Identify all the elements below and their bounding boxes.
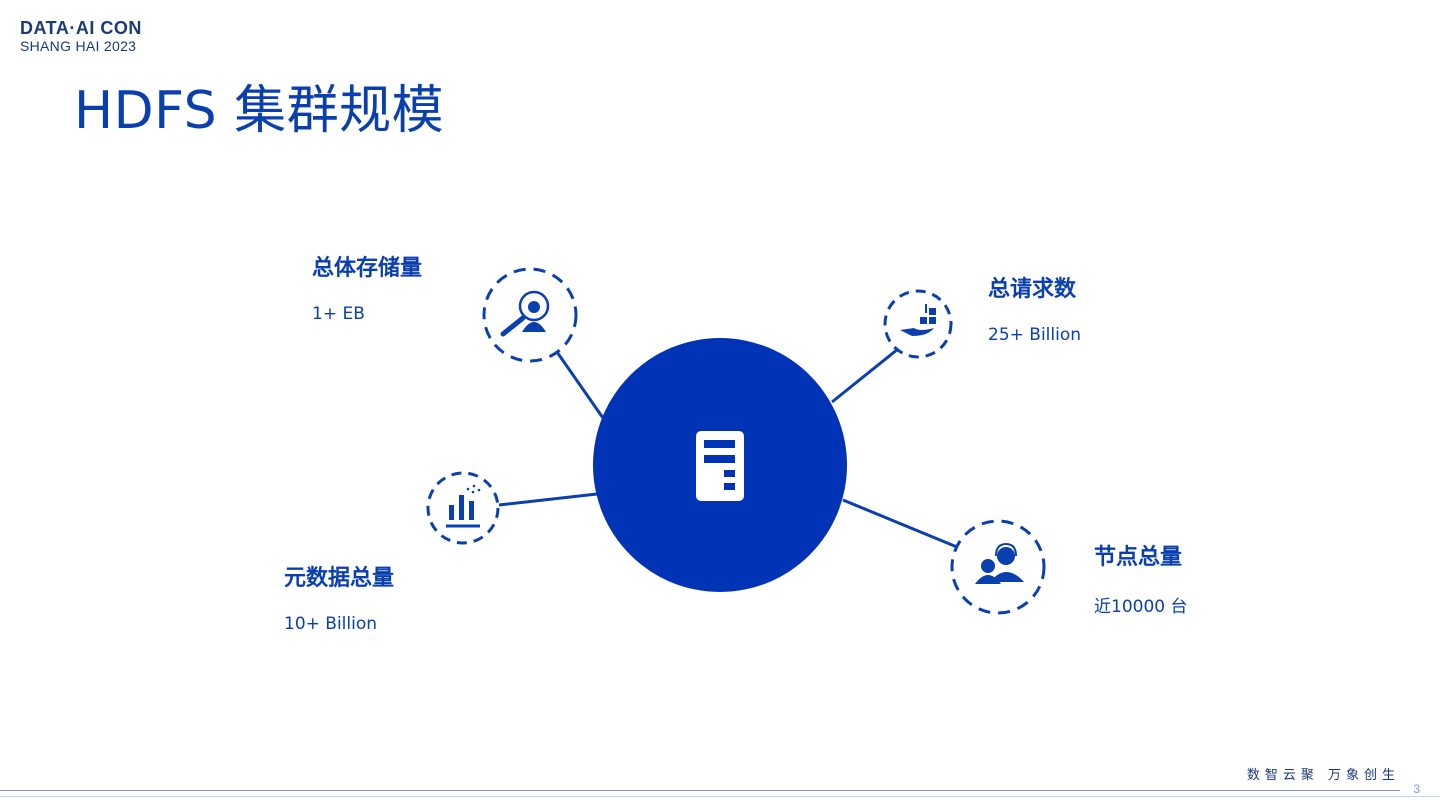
connector-storage <box>555 351 605 419</box>
person-search-icon <box>500 290 550 337</box>
page-number: 3 <box>1413 782 1420 796</box>
page-title: HDFS 集群规模 <box>74 81 445 141</box>
metric-value-requests: 25+ Billion <box>988 325 1082 345</box>
storage-node-ring <box>482 267 578 363</box>
metric-value-metadata: 10+ Billion <box>284 614 378 634</box>
logo-line1: DATA·AI CON <box>20 18 142 38</box>
footer-slogan: 数智云聚 万象创生 <box>1246 768 1400 783</box>
bar-chart-icon <box>446 484 481 528</box>
metric-label-metadata: 元数据总量 <box>284 566 395 591</box>
logo-line2: SHANG HAI 2023 <box>20 38 137 54</box>
hand-box-icon <box>900 304 936 336</box>
connector-nodes <box>842 498 958 549</box>
server-icon <box>696 431 744 501</box>
metric-label-requests: 总请求数 <box>988 277 1077 302</box>
metric-label-storage: 总体存储量 <box>312 256 423 281</box>
nodes-node-ring <box>950 519 1046 615</box>
people-headset-icon <box>975 542 1024 584</box>
metric-label-nodes: 节点总量 <box>1094 545 1183 570</box>
metric-value-nodes: 近10000 台 <box>1094 597 1188 617</box>
footer-divider <box>0 790 1400 791</box>
connector-requests <box>831 347 899 404</box>
conference-logo: DATA·AI CON SHANG HAI 2023 <box>20 18 142 55</box>
metric-value-storage: 1+ EB <box>312 304 365 324</box>
connector-metadata <box>498 492 598 507</box>
requests-node-ring <box>883 289 953 359</box>
footer-divider-secondary <box>0 796 1440 797</box>
